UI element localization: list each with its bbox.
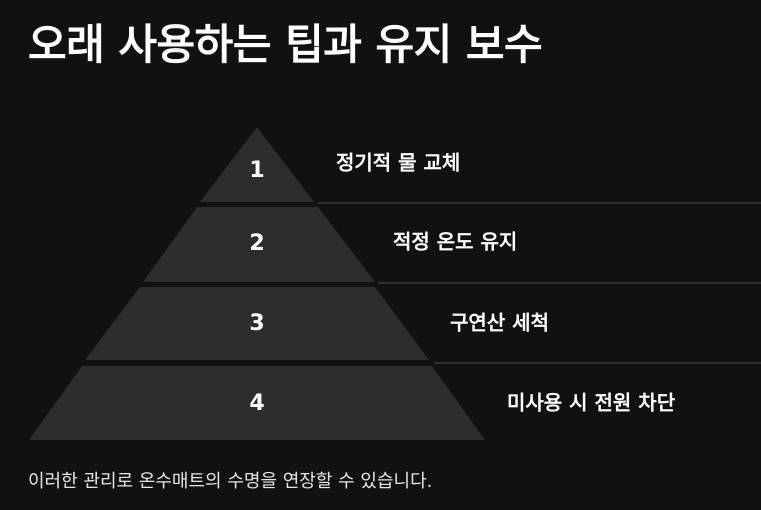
tier-2-shape xyxy=(143,207,375,282)
page-title: 오래 사용하는 팁과 유지 보수 xyxy=(28,20,543,69)
tier-3: 3 구연산 세척 xyxy=(85,287,761,364)
tier-1-label: 정기적 물 교체 xyxy=(336,151,460,175)
tier-2-label: 적정 온도 유지 xyxy=(393,230,517,254)
tier-4-shape xyxy=(29,366,485,440)
tier-3-label: 구연산 세척 xyxy=(450,311,549,335)
tier-4: 4 미사용 시 전원 차단 xyxy=(29,366,676,440)
tier-4-label: 미사용 시 전원 차단 xyxy=(507,391,676,415)
tier-3-shape xyxy=(85,287,429,360)
tier-4-number: 4 xyxy=(249,391,264,416)
caption-text: 이러한 관리로 온수매트의 수명을 연장할 수 있습니다. xyxy=(28,471,433,492)
tier-2-number: 2 xyxy=(249,231,264,256)
tier-1-shape xyxy=(200,127,314,202)
tier-1-number: 1 xyxy=(249,158,264,183)
tier-1: 1 정기적 물 교체 xyxy=(200,127,761,204)
tier-3-number: 3 xyxy=(249,311,264,336)
tier-2: 2 적정 온도 유지 xyxy=(143,207,761,284)
